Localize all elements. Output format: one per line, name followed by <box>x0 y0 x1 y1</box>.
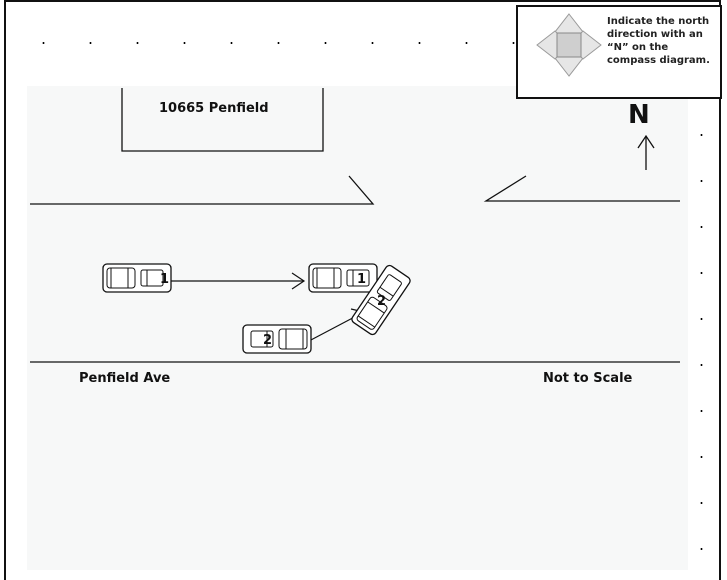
vehicle-1-final: 1 <box>308 263 378 293</box>
drawing-area <box>27 86 688 570</box>
vehicle-2-final-label: 2 <box>377 294 386 309</box>
street-label: Penfield Ave <box>79 371 171 386</box>
building-outline <box>121 88 324 152</box>
compass-instruction: Indicate the north direction with an “N”… <box>607 16 710 66</box>
north-marker-label: N <box>628 100 650 130</box>
vehicle-1-final-label: 1 <box>357 272 366 287</box>
vehicle-1-start-label: 1 <box>160 272 169 287</box>
vehicle-1-start: 1 <box>102 263 172 293</box>
compass-icon[interactable] <box>534 12 604 78</box>
location-label: 10665 Penfield <box>159 101 269 116</box>
north-arrow <box>637 134 655 170</box>
vehicle-2-start: 2 <box>242 324 312 354</box>
scale-note: Not to Scale <box>543 371 633 386</box>
vehicle-1-path-arrow <box>170 272 306 290</box>
road-edge-north-left <box>30 175 375 205</box>
road-edge-north-right <box>483 175 680 202</box>
vehicle-2-final: 2 <box>349 263 413 337</box>
vehicle-2-start-label: 2 <box>263 333 272 348</box>
